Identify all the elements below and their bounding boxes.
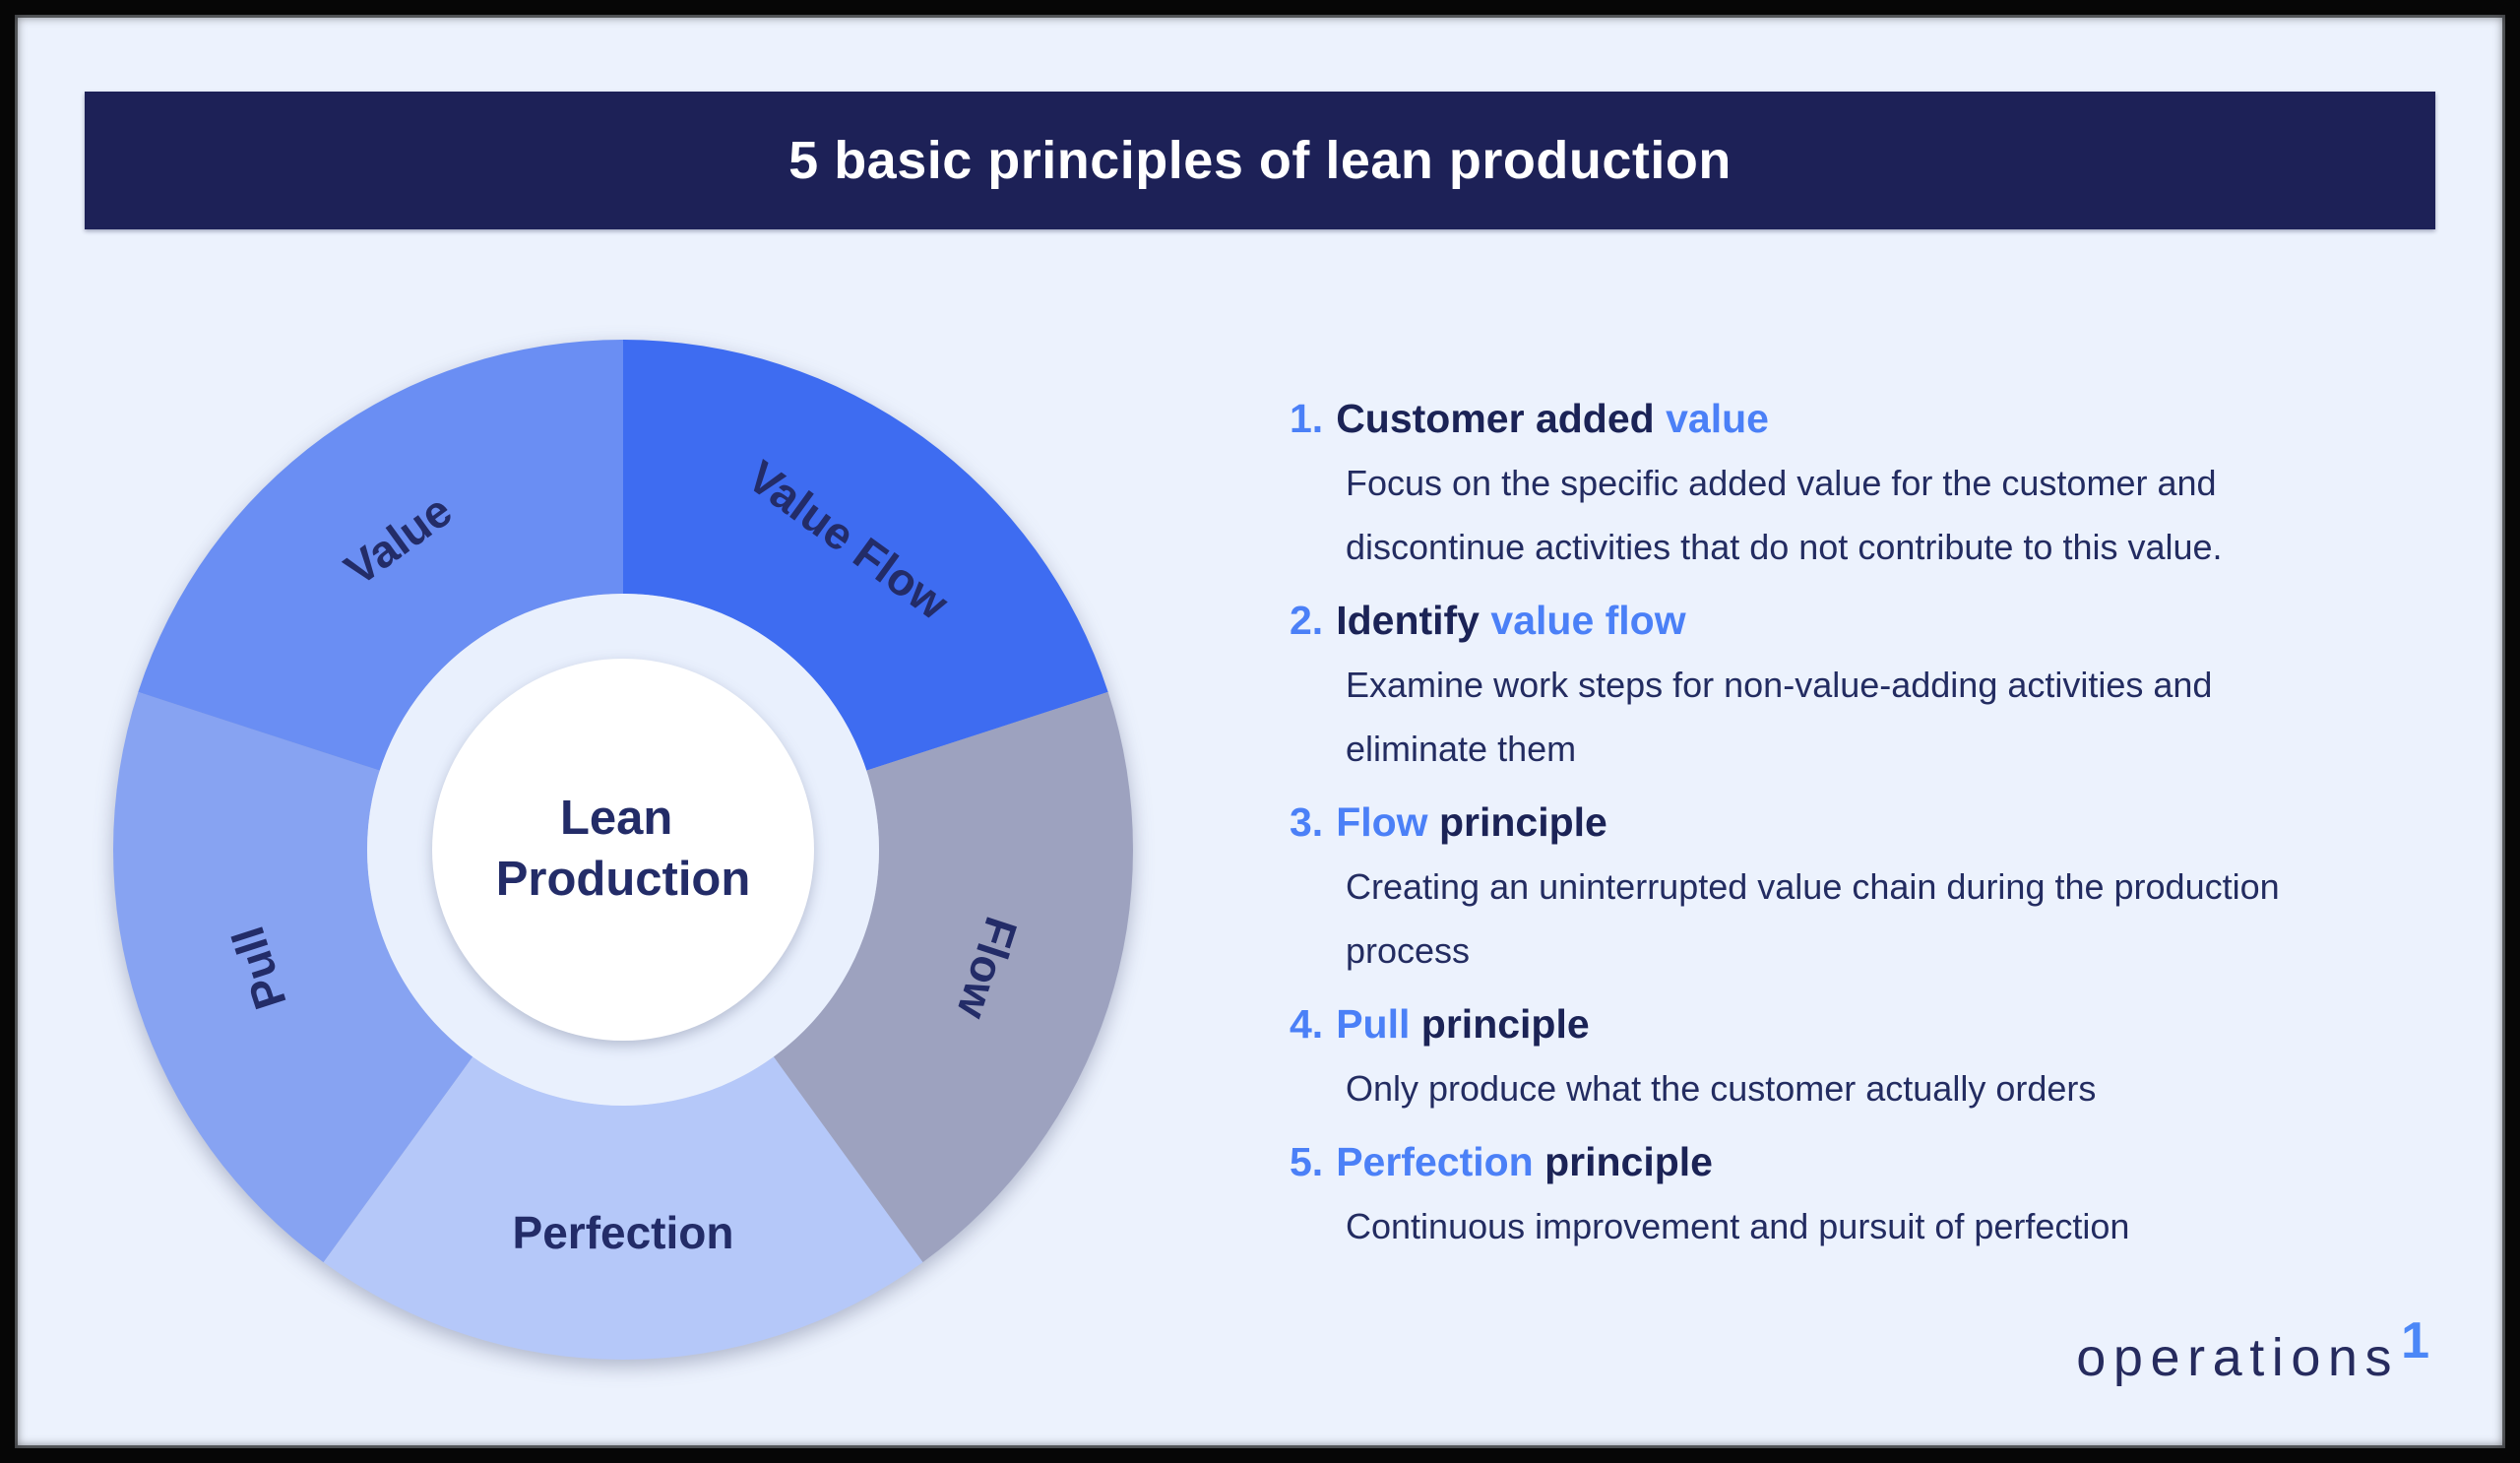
operations1-logo: operations 1 <box>2076 1312 2429 1388</box>
principle-description: Continuous improvement and pursuit of pe… <box>1346 1206 2130 1246</box>
heading-navy-text: Customer added <box>1336 396 1655 441</box>
heading-accent-text: Perfection <box>1336 1139 1534 1184</box>
heading-navy-text: Identify <box>1336 598 1480 643</box>
donut-segment-value <box>138 340 623 771</box>
principle-heading: 5. Perfection principle <box>1290 1130 2481 1194</box>
heading-accent-text: value flow <box>1490 598 1686 643</box>
donut-center-label: Lean Production <box>496 792 751 906</box>
donut-segment-pull <box>112 691 473 1263</box>
principle-heading: 2. Identify value flow <box>1290 589 2481 653</box>
principle-number: 3. <box>1290 799 1324 845</box>
principle-number: 4. <box>1290 1001 1324 1047</box>
donut-segment-perfection <box>323 1056 923 1360</box>
principle-description: Only produce what the customer actually … <box>1346 1068 2097 1109</box>
principle-item: 1. Customer added value Focus on the spec… <box>1290 387 2481 579</box>
principle-item: 3. Flow principle Creating an uninterrupt… <box>1290 791 2481 983</box>
principle-heading: 1. Customer added value <box>1290 387 2481 451</box>
principle-heading: 4. Pull principle <box>1290 992 2481 1056</box>
principle-description: Creating an uninterrupted value chain du… <box>1346 866 2280 971</box>
donut-segment-flow <box>773 691 1133 1263</box>
donut-center-line2: Production <box>496 853 751 906</box>
principles-list: 1. Customer added value Focus on the spec… <box>1290 387 2481 1268</box>
heading-navy-text: principle <box>1438 799 1607 845</box>
title-banner: 5 basic principles of lean production <box>85 92 2435 229</box>
principle-number: 2. <box>1290 598 1324 643</box>
principle-description: Focus on the specific added value for th… <box>1346 463 2223 567</box>
heading-accent-text: Flow <box>1336 799 1428 845</box>
donut-center-line1: Lean <box>560 792 672 845</box>
logo-one-mark: 1 <box>2401 1312 2429 1369</box>
heading-accent-text: Pull <box>1336 1001 1411 1047</box>
principle-item: 5. Perfection principle Continuous improv… <box>1290 1130 2481 1258</box>
principle-number: 1. <box>1290 396 1324 441</box>
principle-item: 2. Identify value flow Examine work steps… <box>1290 589 2481 781</box>
principle-number: 5. <box>1290 1139 1324 1184</box>
heading-navy-text: principle <box>1420 1001 1590 1047</box>
donut-segment-value-flow <box>623 340 1108 771</box>
donut-segment-label-perfection: Perfection <box>513 1207 734 1258</box>
logo-wordmark: operations <box>2076 1328 2400 1387</box>
heading-accent-text: value <box>1666 396 1769 441</box>
donut-center-circle <box>432 659 814 1041</box>
principle-description: Examine work steps for non-value-adding … <box>1346 665 2213 769</box>
principle-heading: 3. Flow principle <box>1290 791 2481 855</box>
principle-item: 4. Pull principle Only produce what the c… <box>1290 992 2481 1120</box>
heading-navy-text: principle <box>1544 1139 1713 1184</box>
page-title: 5 basic principles of lean production <box>788 131 1732 190</box>
